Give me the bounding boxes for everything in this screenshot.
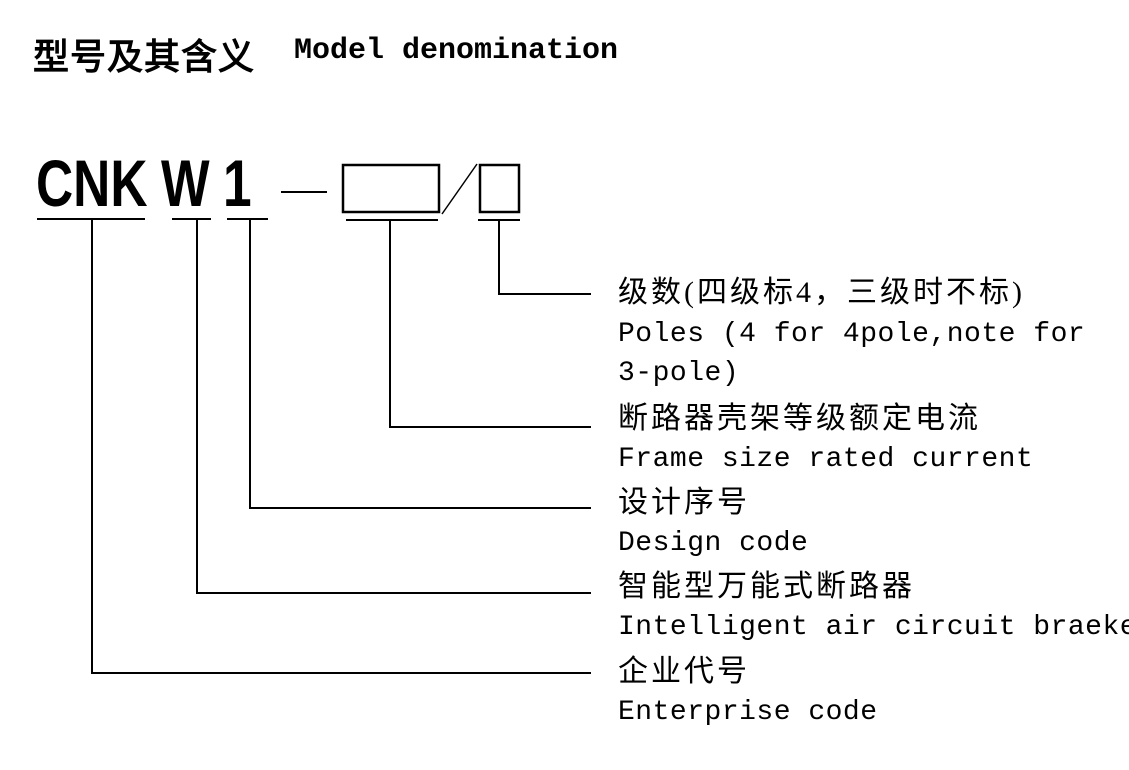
connector-enterprise-code [91,219,591,674]
connector-frame-current [389,220,591,428]
label-poles-en-line2: 3-pole) [618,358,740,389]
label-breaker-type-cn: 智能型万能式断路器 [618,570,915,603]
label-frame-current-cn: 断路器壳架等级额定电流 [618,402,981,435]
page-title-chinese: 型号及其含义 [33,36,256,77]
label-enterprise-code-en: Enterprise code [618,697,878,728]
label-breaker-type-en: Intelligent air circuit braeker [618,612,1129,643]
connector-design-code [249,219,591,509]
model-code-enterprise-token: CNK [36,146,148,220]
connector-poles [498,220,591,295]
model-code-series-token: W [161,146,210,220]
page-title-english: Model denomination [294,34,619,68]
label-poles-en-line1: Poles (4 for 4pole,note for [618,319,1086,350]
label-enterprise-code-cn: 企业代号 [618,655,750,688]
label-design-code-en: Design code [618,528,809,559]
label-design-code-cn: 设计序号 [618,486,750,519]
label-frame-current-en: Frame size rated current [618,444,1034,475]
label-poles-cn: 级数(四级标4，三级时不标) [618,276,1025,309]
slash-divider [441,163,478,215]
frame-current-box [341,163,441,214]
poles-box [478,163,521,214]
model-code-design-token: 1 [223,146,252,220]
connector-breaker-type [196,219,591,594]
